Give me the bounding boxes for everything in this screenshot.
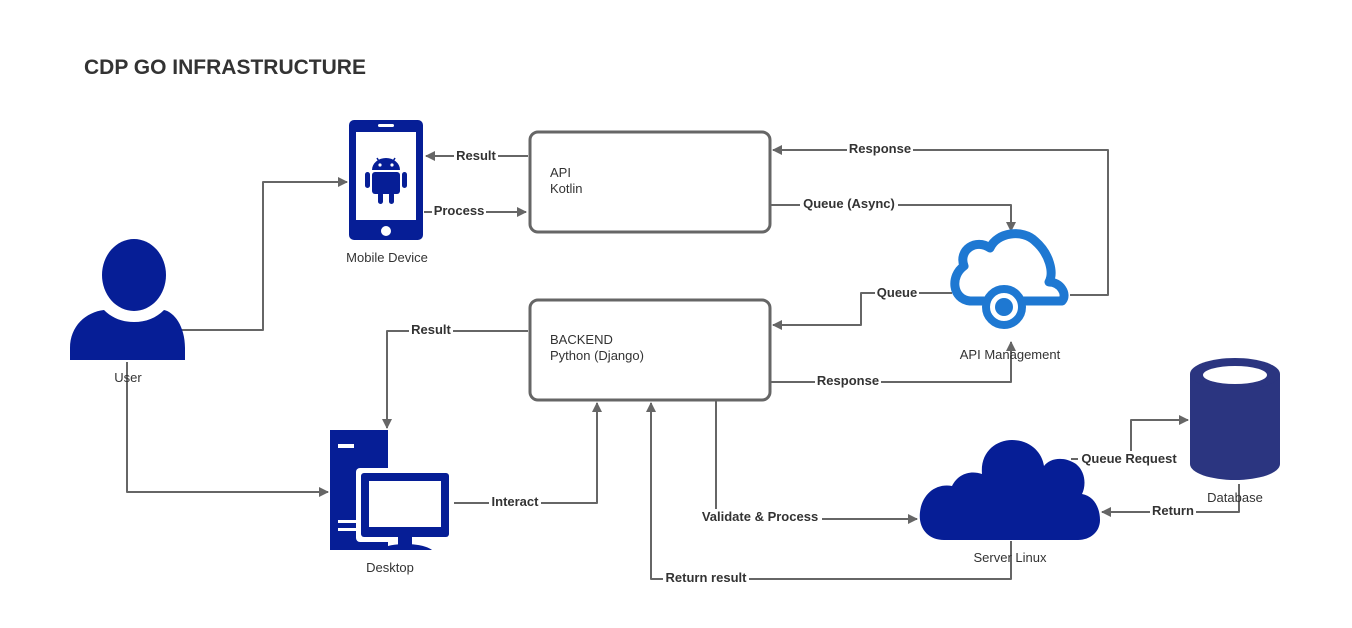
api-box (528, 130, 772, 234)
person-icon (70, 239, 185, 360)
cloud-icon (919, 440, 1100, 540)
edge-backend-validate-to-server (715, 401, 918, 524)
edge-user-to-desktop (126, 362, 329, 497)
node-desktop[interactable]: Desktop (330, 430, 454, 575)
edge-server-return-result-to-backend (646, 402, 1012, 580)
node-backend[interactable]: BACKEND Python (Django) (528, 298, 772, 402)
desktop-label: Desktop (366, 560, 414, 575)
node-api-management[interactable]: API Management (950, 229, 1069, 362)
database-label: Database (1207, 490, 1263, 505)
edge-labels: Result Process Response Queue (Async) Qu… (409, 141, 1196, 586)
node-mobile-device[interactable]: Mobile Device (346, 120, 428, 265)
server-linux-label: Server Linux (974, 550, 1047, 565)
backend-box-line1: BACKEND (550, 332, 613, 347)
desktop-computer-icon (330, 430, 454, 550)
edge-mgmt-response-to-api (772, 145, 1109, 296)
azure-api-management-icon (950, 229, 1069, 329)
edge-backend-result-to-desktop (382, 330, 528, 429)
edge-label-db-return: Return (1152, 503, 1194, 518)
edge-label-mgmt-response: Response (849, 141, 911, 156)
user-label: User (114, 370, 142, 385)
node-database[interactable]: Database (1190, 358, 1280, 505)
edge-label-queue-async: Queue (Async) (803, 196, 895, 211)
api-box-line1: API (550, 165, 571, 180)
node-user[interactable]: User (70, 239, 185, 385)
api-box-line2: Kotlin (550, 181, 583, 196)
edge-label-desktop-interact: Interact (492, 494, 540, 509)
edge-label-api-result: Result (456, 148, 496, 163)
edge-label-backend-result: Result (411, 322, 451, 337)
edge-label-backend-response: Response (817, 373, 879, 388)
edge-label-mgmt-queue: Queue (877, 285, 917, 300)
mobile-device-label: Mobile Device (346, 250, 428, 265)
diagram-title: CDP GO INFRASTRUCTURE (84, 56, 366, 79)
backend-box-line2: Python (Django) (550, 348, 644, 363)
database-cylinder-icon (1190, 358, 1280, 480)
edge-user-to-mobile (180, 177, 348, 331)
edge-label-validate-process: Validate & Process (702, 509, 818, 524)
android-phone-icon (349, 120, 423, 240)
backend-box (528, 298, 772, 402)
edge-label-return-result: Return result (666, 570, 748, 585)
edge-desktop-interact-to-backend (450, 402, 602, 504)
api-management-label: API Management (960, 347, 1061, 362)
edge-label-queue-request: Queue Request (1081, 451, 1177, 466)
edge-mgmt-queue-to-backend (772, 292, 952, 330)
edge-db-return-to-server (1101, 484, 1240, 517)
edge-label-mobile-process: Process (434, 203, 485, 218)
node-server-linux[interactable]: Server Linux (919, 440, 1100, 565)
node-api-kotlin[interactable]: API Kotlin (528, 130, 772, 234)
